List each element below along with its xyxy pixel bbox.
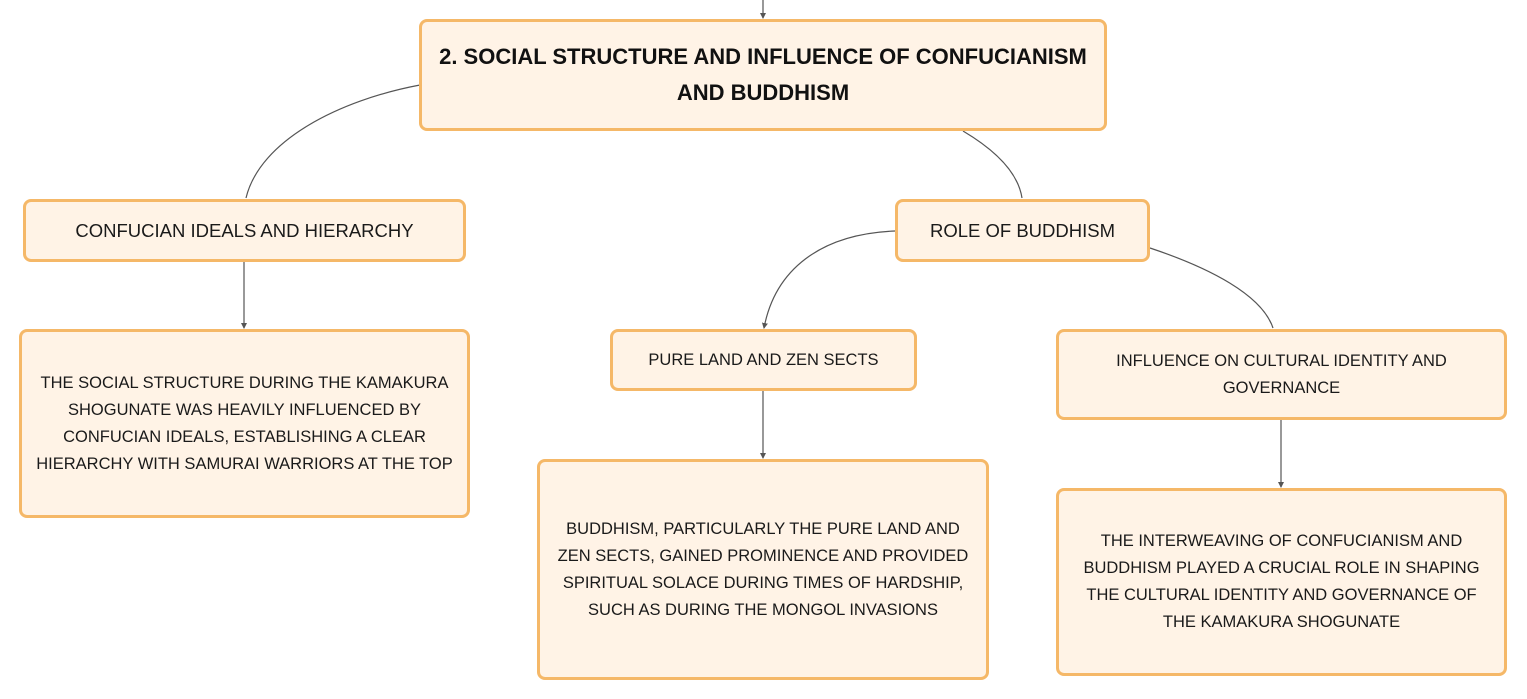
connector-buddhism-to-pure-land <box>761 230 896 329</box>
detail-text-buddhism-sects: BUDDHISM, PARTICULARLY THE PURE LAND AND… <box>557 519 969 619</box>
connector-buddhism-to-influence <box>1149 247 1274 329</box>
detail-node-buddhism-sects[interactable]: BUDDHISM, PARTICULARLY THE PURE LAND AND… <box>537 459 989 680</box>
subtopic-label-cultural-influence: INFLUENCE ON CULTURAL IDENTITY AND GOVER… <box>1116 351 1447 397</box>
subtopic-label-pure-land-zen: PURE LAND AND ZEN SECTS <box>648 350 879 369</box>
topic-label-role-of-buddhism: ROLE OF BUDDHISM <box>929 219 1116 241</box>
root-topic-title: 2. SOCIAL STRUCTURE AND INFLUENCE OF CON… <box>439 44 1087 105</box>
connector-root-to-confucian <box>245 84 421 199</box>
topic-node-role-of-buddhism[interactable]: ROLE OF BUDDHISM <box>895 199 1150 262</box>
subtopic-node-pure-land-zen[interactable]: PURE LAND AND ZEN SECTS <box>610 329 917 391</box>
topic-label-confucian-ideals: CONFUCIAN IDEALS AND HIERARCHY <box>75 219 414 241</box>
connector-root-to-buddhism <box>962 130 1023 199</box>
root-topic-node[interactable]: 2. SOCIAL STRUCTURE AND INFLUENCE OF CON… <box>419 19 1107 131</box>
topic-node-confucian-ideals[interactable]: CONFUCIAN IDEALS AND HIERARCHY <box>23 199 466 262</box>
detail-text-social-structure: THE SOCIAL STRUCTURE DURING THE KAMAKURA… <box>36 373 453 473</box>
detail-node-interweaving[interactable]: THE INTERWEAVING OF CONFUCIANISM AND BUD… <box>1056 488 1507 676</box>
subtopic-node-cultural-influence[interactable]: INFLUENCE ON CULTURAL IDENTITY AND GOVER… <box>1056 329 1507 420</box>
detail-node-social-structure[interactable]: THE SOCIAL STRUCTURE DURING THE KAMAKURA… <box>19 329 470 518</box>
detail-text-interweaving: THE INTERWEAVING OF CONFUCIANISM AND BUD… <box>1083 532 1480 631</box>
